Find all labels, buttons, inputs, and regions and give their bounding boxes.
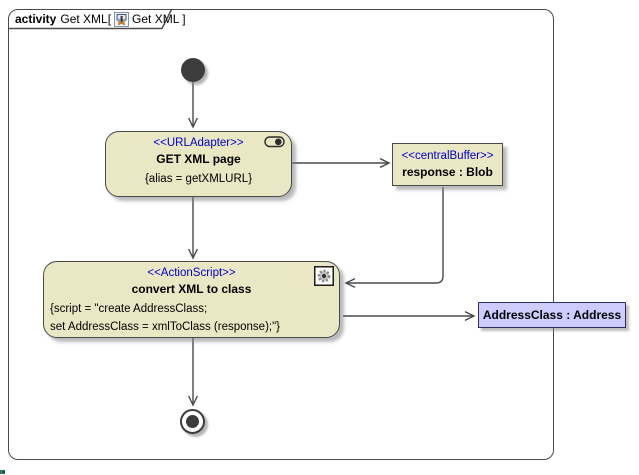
frame-keyword: activity bbox=[15, 12, 57, 26]
frame-tab: activity Get XML[ Get XML ] bbox=[10, 10, 186, 28]
parameter-node-addressclass[interactable]: AddressClass : Address bbox=[478, 302, 626, 328]
final-node-dot bbox=[186, 415, 199, 428]
action-name: GET XML page bbox=[156, 152, 241, 166]
screenshot-corner-artifact bbox=[0, 470, 5, 474]
action-name: convert XML to class bbox=[131, 282, 252, 296]
parameter-name: AddressClass : Address bbox=[482, 308, 622, 322]
buffer-name: response : Blob bbox=[402, 164, 493, 179]
activity-diagram-icon bbox=[114, 11, 130, 27]
initial-node[interactable] bbox=[181, 58, 205, 82]
activity-final-node[interactable] bbox=[180, 409, 205, 434]
script-property: {script = "create AddressClass; set Addr… bbox=[44, 300, 280, 336]
stereotype-label: <<ActionScript>> bbox=[147, 267, 236, 279]
edge-response-to-convert[interactable] bbox=[344, 187, 444, 289]
call-behavior-toggle-icon bbox=[264, 136, 286, 148]
gear-icon bbox=[314, 266, 334, 286]
stereotype-label: <<centralBuffer>> bbox=[401, 149, 494, 162]
alias-property: {alias = getXMLURL} bbox=[144, 173, 253, 185]
frame-context-label: Get XML[ bbox=[60, 12, 112, 26]
script-line: {script = "create AddressClass; bbox=[50, 303, 208, 315]
action-convert-xml-to-class[interactable]: <<ActionScript>> convert XML to class {s… bbox=[43, 261, 340, 338]
action-get-xml-page[interactable]: <<URLAdapter>> GET XML page {alias = get… bbox=[105, 131, 292, 197]
frame-diagram-label: Get XML ] bbox=[132, 12, 186, 26]
script-line: set AddressClass = xmlToClass (response)… bbox=[50, 321, 281, 333]
stereotype-label: <<URLAdapter>> bbox=[153, 137, 244, 149]
central-buffer-response[interactable]: <<centralBuffer>> response : Blob bbox=[392, 143, 503, 186]
diagram-frame bbox=[8, 9, 554, 460]
